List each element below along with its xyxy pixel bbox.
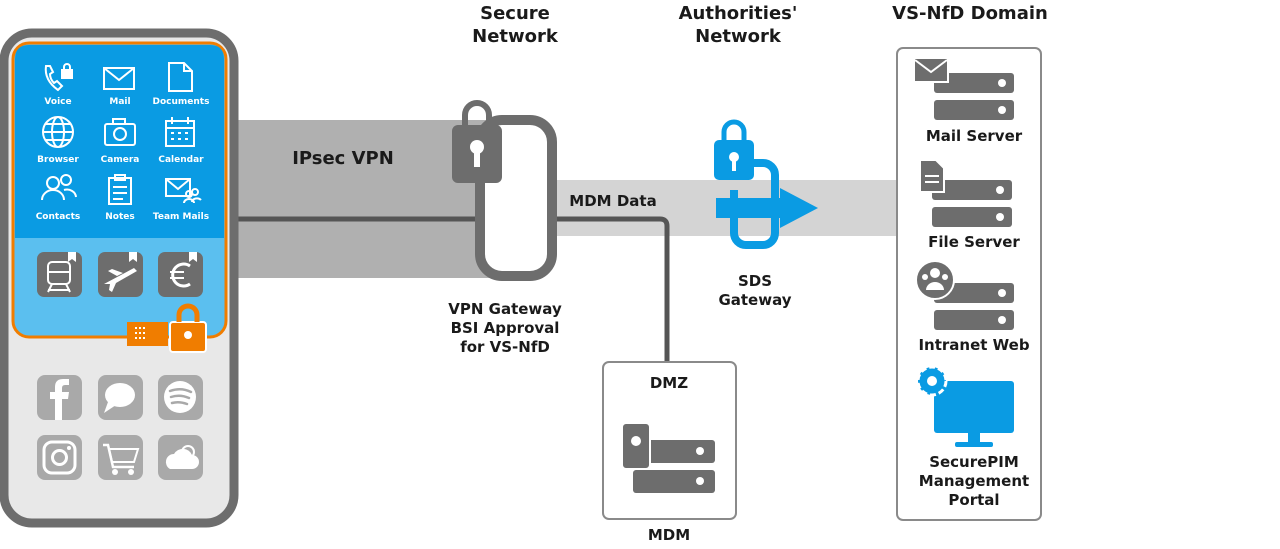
spotify-icon [158, 375, 203, 420]
securepim-line-3: Portal [948, 490, 1000, 509]
browser-icon [42, 116, 74, 148]
intranet-web-label: Intranet Web [918, 336, 1030, 354]
authorities-network-header: Authorities' Network [678, 3, 798, 48]
mdm-data-label: MDM Data [569, 192, 657, 210]
app-label-voice: Voice [44, 97, 72, 107]
domain-header: VS-NfD Domain [892, 3, 1048, 24]
mdm-data-line [236, 216, 670, 362]
app-label-browser: Browser [37, 155, 79, 165]
app-label-team-mails: Team Mails [152, 212, 210, 222]
app-label-calendar: Calendar [158, 155, 204, 165]
mail-server-label: Mail Server [925, 127, 1023, 145]
orange-padlock-icon [169, 303, 207, 353]
file-server-label: File Server [928, 233, 1020, 251]
voice-icon [44, 63, 73, 92]
sds-gateway-line-2: Gateway [718, 290, 792, 309]
mail-icon [103, 67, 135, 90]
secure-network-line-2: Network [472, 25, 558, 47]
intranet-server-icon [915, 260, 1014, 330]
mdm-server-icon [621, 422, 715, 493]
notes-icon [108, 174, 132, 205]
authorities-network-line-2: Network [695, 25, 781, 47]
euro-app-icon [158, 252, 203, 297]
flight-app-icon [98, 252, 143, 297]
facebook-icon [37, 375, 82, 420]
app-label-mail: Mail [109, 97, 131, 107]
secure-network-line-1: Secure [480, 3, 550, 24]
camera-icon [104, 118, 136, 146]
securepim-monitor-icon [916, 365, 1014, 447]
app-label-documents: Documents [152, 97, 210, 107]
calendar-icon [165, 117, 195, 147]
secure-network-header: Secure Network [455, 3, 575, 48]
sds-gateway-label: SDS Gateway [700, 272, 810, 310]
mail-server-icon [913, 57, 1014, 120]
app-label-camera: Camera [100, 155, 140, 165]
vpn-gateway-line-1: VPN Gateway [448, 300, 562, 318]
vpn-gateway-label: VPN Gateway BSI Approval for VS-NfD [430, 300, 580, 356]
team-mails-icon [165, 178, 202, 204]
sds-gateway-line-1: SDS [737, 272, 773, 290]
authorities-network-line-1: Authorities' [678, 3, 798, 24]
instagram-icon [37, 435, 82, 480]
documents-icon [168, 62, 193, 92]
file-server-icon [919, 159, 1012, 227]
secure-element-chip-icon [127, 322, 168, 346]
vpn-gateway-line-2: BSI Approval [450, 318, 560, 337]
contacts-icon [41, 174, 77, 201]
securepim-line-2: Management [918, 471, 1030, 490]
sds-gateway-icon [714, 119, 818, 249]
securepim-line-1: SecurePIM [929, 453, 1019, 471]
cloud-icon [158, 435, 203, 480]
vpn-padlock-icon [452, 100, 502, 183]
chat-icon [98, 375, 143, 420]
shopping-cart-icon [98, 435, 143, 480]
securepim-label: SecurePIM Management Portal [904, 453, 1044, 509]
app-label-contacts: Contacts [35, 212, 81, 222]
train-app-icon [37, 252, 82, 297]
mdm-caption: MDM [647, 526, 691, 544]
app-label-notes: Notes [105, 212, 135, 222]
ipsec-vpn-label: IPsec VPN [292, 148, 394, 169]
dmz-title: DMZ [649, 374, 689, 392]
vpn-gateway-line-3: for VS-NfD [460, 337, 550, 356]
